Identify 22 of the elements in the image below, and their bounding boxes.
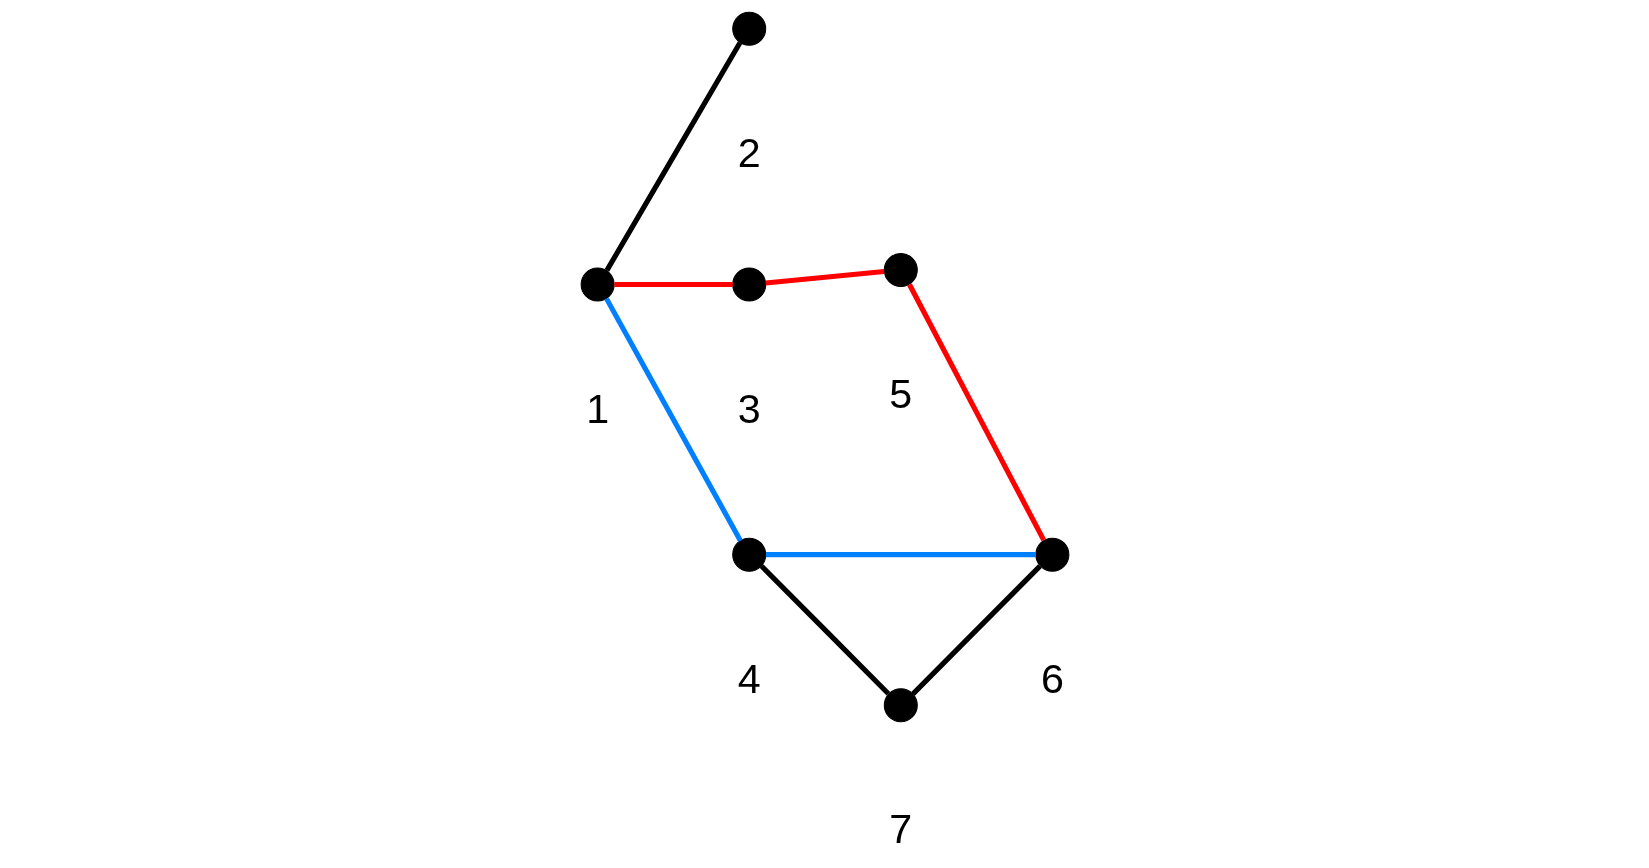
node-circle <box>731 11 766 46</box>
node-circle <box>580 267 615 302</box>
connector <box>603 297 743 542</box>
node-label: 7 <box>888 806 912 853</box>
node-label: 5 <box>888 371 912 418</box>
node-circle <box>883 253 918 288</box>
node-label: 4 <box>737 655 761 702</box>
node-label: 6 <box>1040 655 1064 702</box>
node-circle <box>1034 537 1069 572</box>
connector <box>613 281 733 288</box>
connector <box>759 564 890 696</box>
node-label: 3 <box>737 385 761 432</box>
connector <box>906 283 1046 542</box>
connector <box>764 269 884 286</box>
node-circle <box>731 267 766 302</box>
connector <box>604 41 742 272</box>
node-label: 1 <box>585 385 609 432</box>
connector <box>765 552 1036 558</box>
node-circle <box>731 537 766 572</box>
node-circle <box>883 688 918 723</box>
node-label: 2 <box>737 129 761 176</box>
connector <box>910 564 1042 696</box>
